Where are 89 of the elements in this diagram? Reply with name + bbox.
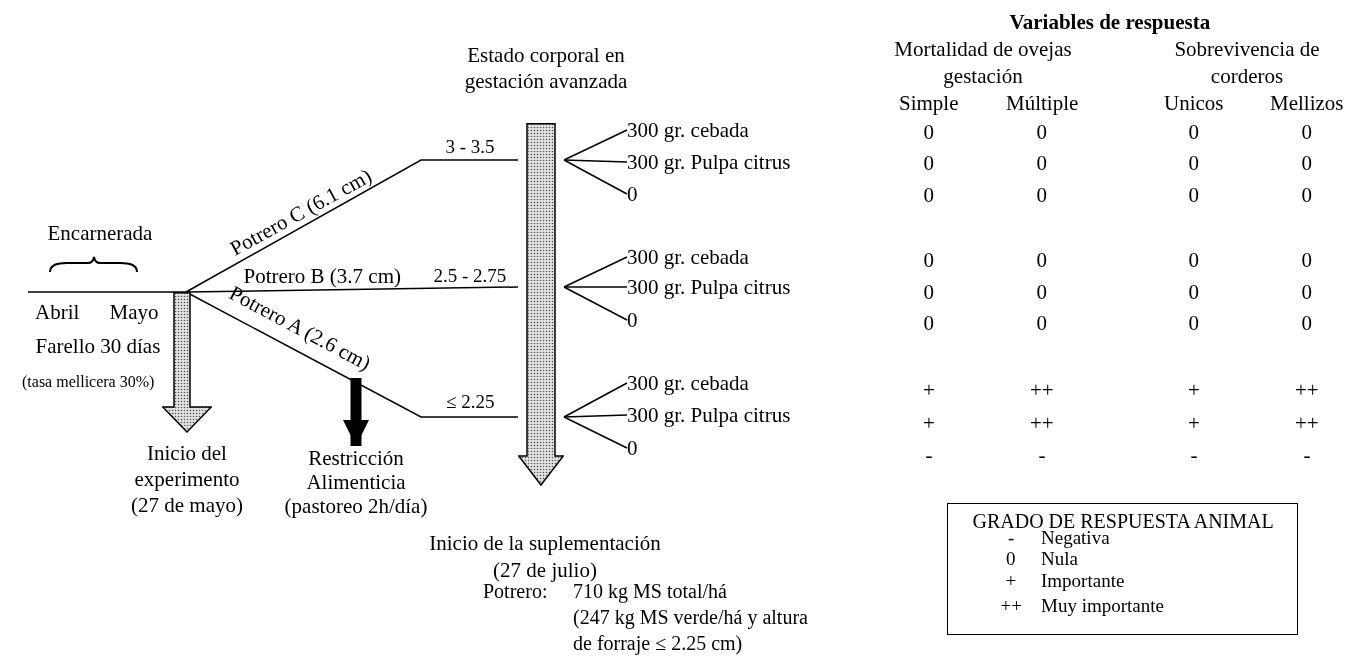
- condition-score: 3 - 3.5: [445, 135, 495, 159]
- node-label: Estado corporal en gestación avanzada: [463, 42, 629, 94]
- response-value: 0: [1301, 119, 1312, 145]
- edge-label: Potrero B (3.7 cm): [243, 263, 401, 288]
- response-value: +: [1188, 377, 1200, 403]
- response-value: 0: [1301, 279, 1312, 305]
- period-note: (tasa mellicera 30%): [22, 371, 155, 392]
- feed-option: 300 gr. Pulpa citrus: [627, 402, 837, 428]
- block-arrow: [162, 292, 212, 433]
- response-value: 0: [923, 182, 934, 208]
- feed-option: 0: [627, 435, 657, 461]
- response-value: +: [923, 377, 935, 403]
- response-value: 0: [1036, 150, 1047, 176]
- connector-line: [563, 414, 628, 418]
- feed-option: 0: [627, 181, 657, 207]
- legend-symbol: 0: [1006, 549, 1016, 569]
- legend-text: Muy importante: [1041, 596, 1164, 616]
- connector-line: [563, 286, 628, 288]
- connector-line: [563, 129, 628, 161]
- response-value: +: [923, 410, 935, 436]
- response-value: 0: [923, 247, 934, 273]
- response-value: 0: [1188, 150, 1199, 176]
- legend-symbol: ++: [1000, 596, 1022, 616]
- restriction-note: Restricción Alimenticia (pastoreo 2h/día): [270, 446, 442, 518]
- feed-option: 300 gr. cebada: [627, 370, 837, 396]
- month-label: Abril: [35, 299, 80, 325]
- condition-score: ≤ 2.25: [446, 390, 495, 414]
- block-arrow: [518, 123, 564, 486]
- response-value: 0: [1301, 247, 1312, 273]
- response-value: 0: [923, 119, 934, 145]
- response-value: -: [1303, 442, 1311, 468]
- legend-text: Importante: [1041, 571, 1125, 591]
- feed-option: 300 gr. cebada: [627, 244, 837, 270]
- response-value: 0: [1301, 182, 1312, 208]
- response-value: ++: [1030, 377, 1054, 403]
- response-value: +: [1188, 410, 1200, 436]
- response-value: 0: [1301, 310, 1312, 336]
- response-value: 0: [1036, 119, 1047, 145]
- response-value: 0: [1188, 247, 1199, 273]
- response-value: 0: [1036, 182, 1047, 208]
- connector-line: [563, 416, 628, 449]
- period-label: Encarnerada: [47, 220, 153, 246]
- connector-line: [563, 159, 628, 163]
- feed-option: 300 gr. Pulpa citrus: [627, 149, 837, 175]
- feed-option: 300 gr. Pulpa citrus: [627, 274, 837, 300]
- response-value: 0: [1188, 119, 1199, 145]
- legend-symbol: +: [1005, 571, 1017, 591]
- response-value: ++: [1030, 410, 1054, 436]
- connector-line: [185, 159, 519, 293]
- response-value: 0: [1188, 279, 1199, 305]
- response-value: 0: [1188, 182, 1199, 208]
- legend-text: Negativa: [1041, 528, 1110, 548]
- column-header: Unicos: [1164, 90, 1224, 116]
- response-value: 0: [1036, 279, 1047, 305]
- response-value: -: [925, 442, 933, 468]
- response-value: 0: [1301, 150, 1312, 176]
- column-group-header: Mortalidad de ovejas gestación: [893, 36, 1073, 90]
- connector-line: [563, 159, 628, 195]
- pasture-note: (247 kg MS verde/há y altura de forraje ≤ 2.25 cm): [573, 605, 809, 656]
- response-value: ++: [1295, 410, 1319, 436]
- connector-line: [563, 286, 628, 321]
- response-value: ++: [1295, 377, 1319, 403]
- legend-symbol: -: [1008, 528, 1015, 548]
- section-heading: Variables de respuesta: [1009, 9, 1211, 35]
- month-label: Mayo: [109, 299, 159, 325]
- date-note: Inicio de la suplementación (27 de julio): [428, 530, 662, 584]
- column-group-header: Sobrevivencia de corderos: [1173, 36, 1321, 90]
- condition-score: 2.5 - 2.75: [433, 264, 507, 288]
- response-value: 0: [1036, 310, 1047, 336]
- thick-arrow: [342, 378, 370, 446]
- legend-text: Nula: [1041, 549, 1078, 569]
- column-header: Mellizos: [1270, 90, 1344, 116]
- response-value: -: [1038, 442, 1046, 468]
- column-header: Simple: [899, 90, 959, 116]
- response-value: 0: [923, 310, 934, 336]
- legend-panel: [947, 503, 1298, 635]
- feed-option: 0: [627, 307, 657, 333]
- response-value: 0: [1188, 310, 1199, 336]
- response-value: 0: [923, 150, 934, 176]
- response-value: -: [1190, 442, 1198, 468]
- response-value: 0: [1036, 247, 1047, 273]
- period-note: Farello 30 días: [35, 333, 161, 359]
- response-value: 0: [923, 279, 934, 305]
- legend-title: GRADO DE RESPUESTA ANIMAL: [972, 511, 1274, 531]
- connector-line: [563, 382, 628, 418]
- connector-line: [563, 256, 628, 288]
- node-label: Inicio del experimento (27 de mayo): [130, 440, 244, 518]
- column-header: Múltiple: [1006, 90, 1079, 116]
- feed-option: 300 gr. cebada: [627, 117, 837, 143]
